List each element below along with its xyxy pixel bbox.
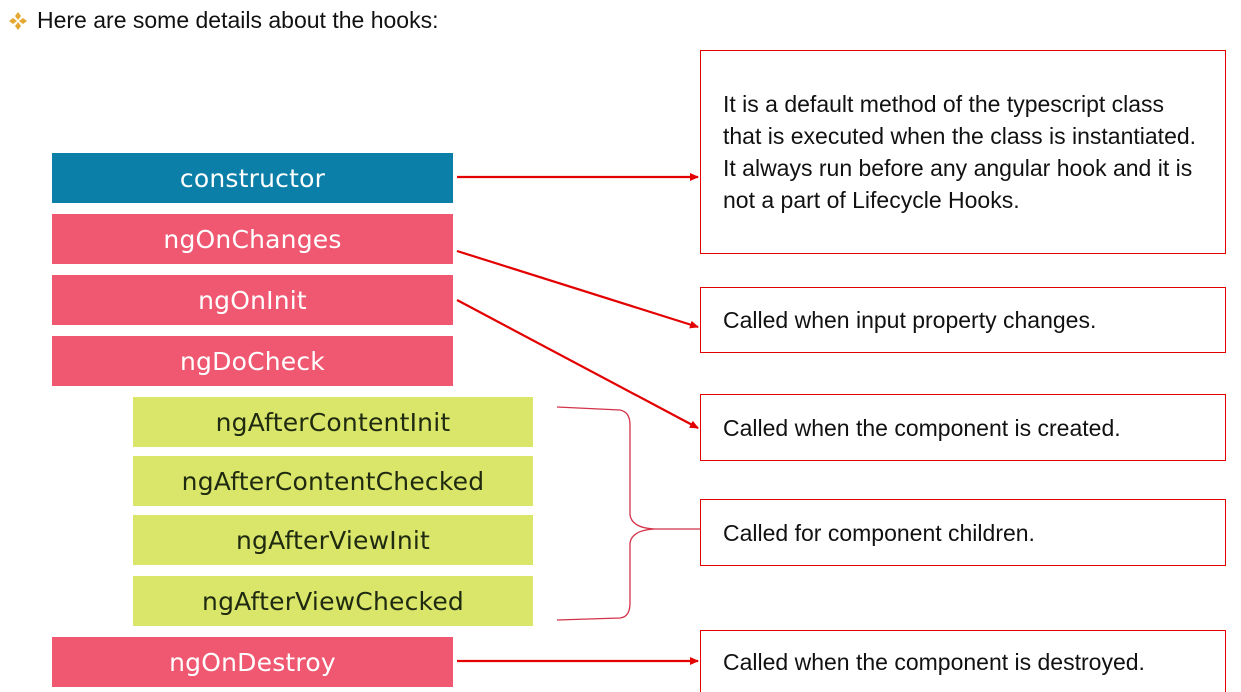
hook-ngaftercontentinit: ngAfterContentInit <box>133 397 533 447</box>
desc-constructor-line2: It always run before any angular hook an… <box>723 155 1193 213</box>
hook-constructor: constructor <box>52 153 453 203</box>
children-bracket <box>556 406 700 621</box>
hook-ngaftercontentchecked: ngAfterContentChecked <box>133 456 533 506</box>
desc-constructor-line1: It is a default method of the typescript… <box>723 91 1197 149</box>
hook-ngafterviewinit: ngAfterViewInit <box>133 515 533 565</box>
hook-ngdocheck: ngDoCheck <box>52 336 453 386</box>
arrow-ngonchanges <box>456 249 699 329</box>
desc-ngondestroy: Called when the component is destroyed. <box>700 630 1226 692</box>
desc-ngoninit: Called when the component is created. <box>700 394 1226 461</box>
hook-ngafterviewchecked: ngAfterViewChecked <box>133 576 533 626</box>
hook-ngondestroy: ngOnDestroy <box>52 637 453 687</box>
desc-constructor: It is a default method of the typescript… <box>700 50 1226 254</box>
heading-text: Here are some details about the hooks: <box>37 7 439 33</box>
hook-ngonchanges: ngOnChanges <box>52 214 453 264</box>
hook-ngoninit: ngOnInit <box>52 275 453 325</box>
desc-children: Called for component children. <box>700 499 1226 566</box>
diamond-bullet-icon <box>9 11 27 30</box>
slide-heading: Here are some details about the hooks: <box>8 7 438 34</box>
desc-ngonchanges: Called when input property changes. <box>700 287 1226 353</box>
